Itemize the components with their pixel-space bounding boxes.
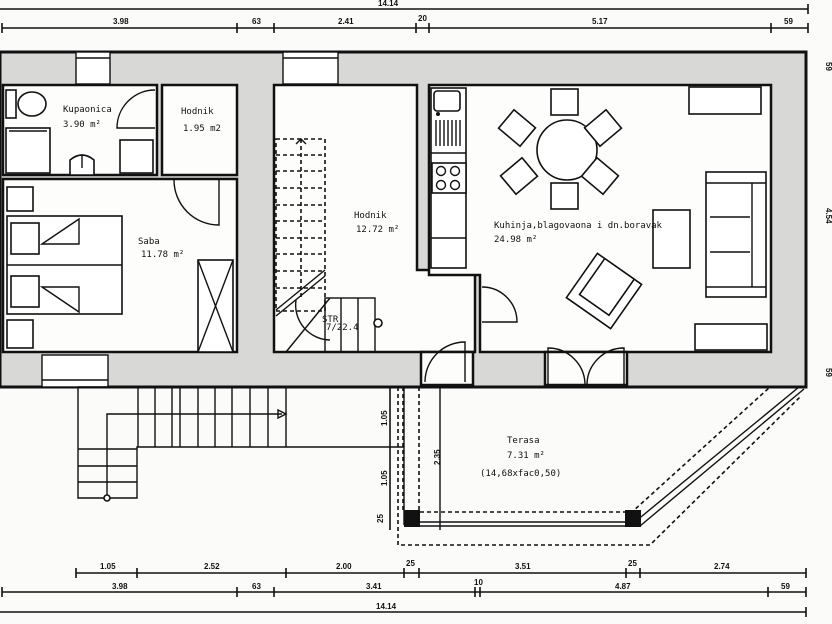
dim-top-2: 63 [252,17,261,26]
window-top-2 [282,51,339,85]
bathroom-door-swing [116,89,156,129]
dim-bottom1-5: 3.51 [515,562,531,571]
area-saba: 11.78 m² [141,250,184,260]
kitchen-counter [430,87,467,269]
toilet-icon [17,91,47,117]
stove-icon [431,162,467,194]
room-kuhinja [427,83,773,354]
area-hodnik-main: 12.72 m² [356,225,399,235]
dim-bottom1-2: 2.52 [204,562,220,571]
label-kupaonica: Kupaonica [63,105,112,115]
kitchen-door-swing [481,286,518,323]
label-hodnik-main: Hodnik [354,211,387,221]
dim-bottom-overall: 14.14 [376,602,397,611]
armchair [565,252,643,330]
dining-set [497,88,623,210]
entrance-door-swing [424,341,466,383]
pillow-1 [10,222,40,255]
nightstand-1 [6,186,34,212]
label-hodnik-small: Hodnik [181,107,214,117]
tv-stand [694,323,768,351]
dim-top-3: 2.41 [338,17,354,26]
dim-right-1: 59 [824,62,832,71]
sofa [705,171,767,298]
terrace-door-left [547,347,586,386]
right-dimensions: 59 4.54 59 [824,62,832,377]
dim-terrace-1: 1.05 [380,410,389,426]
dim-top-6: 59 [784,17,793,26]
label-kuhinja: Kuhinja,blagovaona i dn.boravak [494,221,663,231]
coffee-table [652,209,691,269]
window-bottom-1 [41,354,109,388]
shower-tray-icon [5,127,51,174]
interior-stairs: STR 7/22.4 [275,138,383,353]
area-terasa: 7.31 m² [507,451,545,461]
dim-bottom2-3: 3.41 [366,582,382,591]
dim-bottom1-3: 2.00 [336,562,352,571]
bottom-dimensions: 1.05 2.52 2.00 25 3.51 25 2.74 3.98 63 3… [0,559,807,617]
label-terasa: Terasa [507,436,540,446]
kitchen-sink-icon [433,90,461,112]
bedroom-furniture [6,186,234,353]
area-hodnik-small: 1.95 m2 [183,124,221,134]
room-labels: Kupaonica 3.90 m² Hodnik 1.95 m2 Saba 11… [63,105,663,260]
dim-top-4: 20 [418,14,427,23]
terrace-column-left [404,510,420,527]
sideboard [688,86,762,115]
saba-door-swing [173,179,220,226]
dim-terrace-4: 2.35 [433,449,442,465]
window-top-1 [75,51,111,85]
exterior-stairs [77,386,404,502]
dim-bottom1-7: 2.74 [714,562,730,571]
area-kuhinja: 24.98 m² [494,235,537,245]
room-hodnik-small [160,83,239,177]
dim-right-3: 59 [824,368,832,377]
dim-bottom1-6: 25 [628,559,637,568]
dim-bottom2-1: 3.98 [112,582,128,591]
terasa-note: (14,68xfac0,50) [480,469,561,479]
dim-bottom2-5: 4.87 [615,582,631,591]
drainboard [435,120,461,146]
stair-note-2: 7/22.4 [326,323,359,333]
terrace-door-right [586,347,625,386]
dim-bottom1-4: 25 [406,559,415,568]
dim-terrace-3: 25 [376,514,385,523]
dining-table [536,119,598,181]
top-dimensions: 14.14 3.98 63 2.41 20 5.17 59 [0,0,809,33]
pillow-2 [10,275,40,308]
terrace: Terasa 7.31 m² (14,68xfac0,50) 1.05 1.05… [376,386,805,546]
dim-terrace-2: 1.05 [380,470,389,486]
dim-top-1: 3.98 [113,17,129,26]
living-furniture [565,86,768,351]
nightstand-2 [6,319,34,349]
terrace-door-opening [543,350,629,387]
dim-top-overall: 14.14 [378,0,399,8]
dim-bottom1-1: 1.05 [100,562,116,571]
stair-note-1: STR [322,315,339,325]
label-saba: Saba [138,237,160,247]
dim-top-5: 5.17 [592,17,608,26]
area-kupaonica: 3.90 m² [63,120,101,130]
dim-bottom2-4: 10 [474,578,483,587]
dim-right-2: 4.54 [824,208,832,224]
dim-bottom2-6: 59 [781,582,790,591]
bathroom-fixtures [5,89,156,176]
terrace-column-right [625,510,641,527]
washing-machine-icon [119,139,154,174]
dim-bottom2-2: 63 [252,582,261,591]
